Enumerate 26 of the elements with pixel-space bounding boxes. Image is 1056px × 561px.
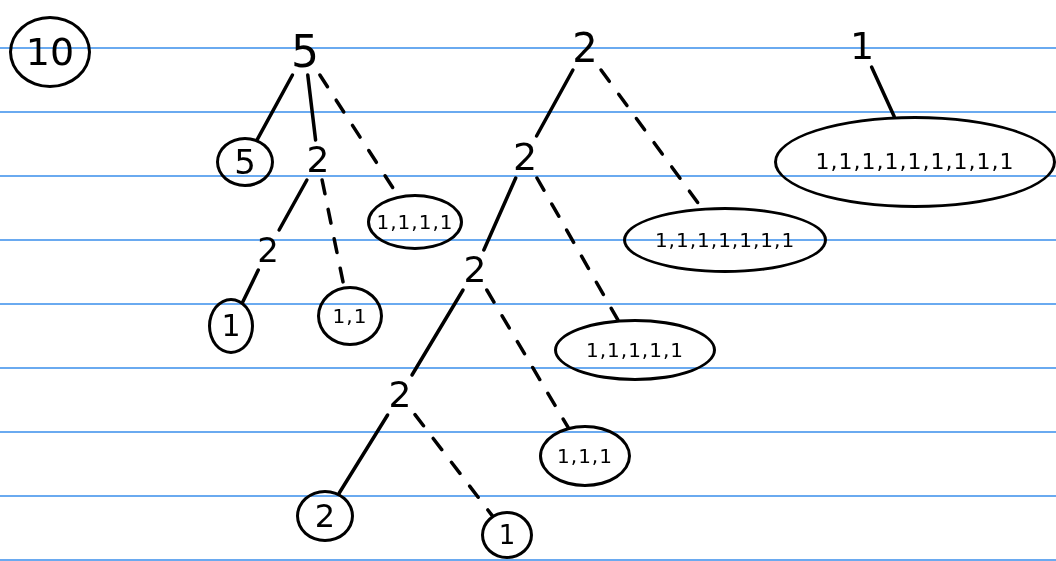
connector-line (482, 176, 518, 252)
connector-line (337, 413, 390, 495)
number-label: 2 (257, 233, 279, 267)
circled-number: 1,1,1,1,1 (554, 319, 716, 381)
connector-line (306, 73, 318, 142)
connector-line (485, 288, 570, 429)
connector-line (534, 68, 575, 138)
circled-number: 1,1,1 (539, 425, 631, 487)
connector-line (535, 176, 620, 322)
number-label: 2 (306, 142, 330, 178)
connector-line (413, 412, 494, 518)
circled-number: 1 (481, 511, 533, 559)
connector-line (241, 268, 260, 304)
circled-number: 1,1 (317, 286, 383, 346)
number-label: 2 (388, 377, 412, 413)
connector-line (277, 178, 309, 232)
number-label: 2 (463, 252, 487, 288)
connector-line (869, 65, 896, 119)
circled-number: 1 (208, 298, 254, 354)
circled-number: 1,1,1,1,1,1,1,1,1 (774, 116, 1056, 208)
circled-number: 2 (296, 490, 354, 542)
number-label: 2 (512, 138, 538, 176)
connector-line (410, 288, 465, 377)
circled-number: 1,1,1,1 (367, 194, 463, 250)
connector-line (255, 73, 295, 142)
circled-number: 5 (216, 137, 274, 187)
